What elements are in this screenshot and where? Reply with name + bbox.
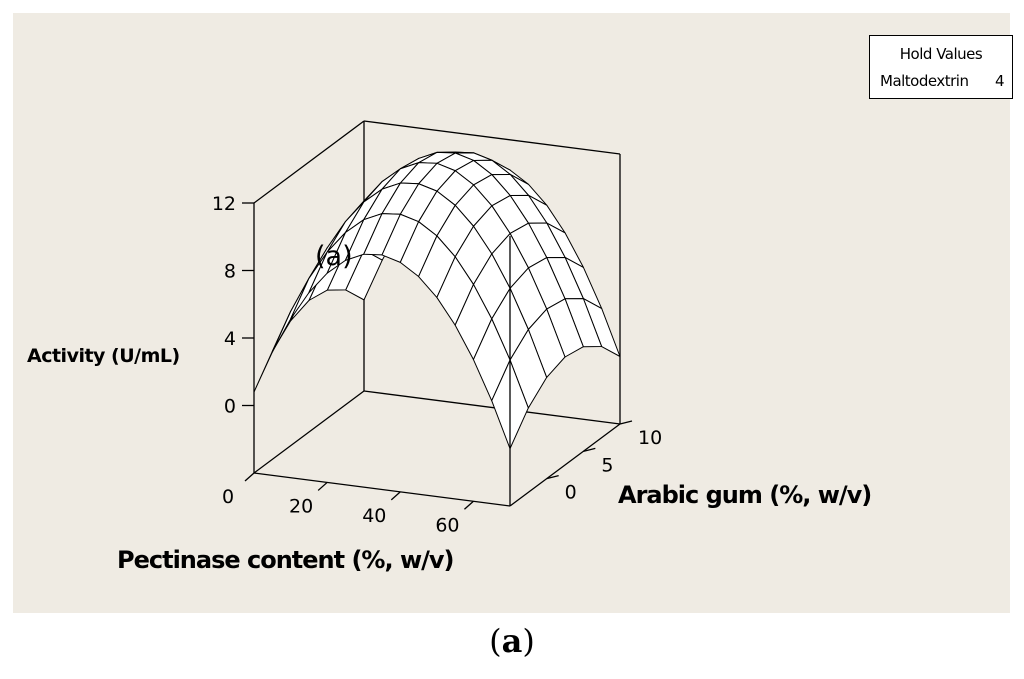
legend-variable: Maltodextrin [880, 72, 969, 90]
z-tick-label: 12 [212, 193, 236, 215]
response-surface [253, 151, 621, 450]
box-edge [253, 120, 365, 204]
caption-close: ) [522, 622, 535, 660]
legend-title: Hold Values [899, 45, 983, 63]
caption-open: ( [489, 622, 502, 660]
x-tick-label: 40 [362, 505, 386, 527]
hold-values-legend: Hold Values Maltodextrin 4 [869, 35, 1013, 99]
box-edge [509, 423, 621, 507]
surface-chart: 0 4 8 12 0 20 40 60 0 5 10 (a) Activity (U/mL) Pec… [13, 13, 1010, 613]
y-tick-label: 5 [601, 454, 613, 476]
x-tick-label: 0 [222, 486, 234, 508]
x-tick [390, 491, 401, 501]
x-tick [317, 481, 328, 491]
chart-panel: 0 4 8 12 0 20 40 60 0 5 10 (a) Activity (U/mL) Pec… [13, 13, 1013, 613]
caption-letter: a [501, 622, 523, 660]
legend-row: Maltodextrin 4 [880, 72, 1005, 90]
x-tick-label: 60 [435, 514, 459, 536]
box-edge [363, 390, 621, 425]
x-tick-label: 20 [289, 495, 313, 517]
z-tick-label: 8 [224, 261, 236, 283]
box-edge [253, 472, 511, 507]
panel-annotation: (a) [315, 241, 353, 272]
y-tick [619, 420, 633, 425]
box-back-edges [253, 120, 621, 474]
box-edge [253, 390, 365, 474]
x-tick [463, 500, 474, 510]
y-tick [583, 447, 596, 452]
z-tick-label: 4 [224, 328, 236, 350]
figure-caption: (a) [0, 622, 1024, 660]
x-tick [244, 472, 255, 482]
z-tick-label: 0 [224, 396, 236, 418]
legend-value: 4 [994, 72, 1005, 90]
y-axis-label: Arabic gum (%, w/v) [618, 481, 871, 509]
y-tick [546, 475, 559, 480]
z-axis-label: Activity (U/mL) [27, 345, 180, 367]
y-tick-label: 0 [565, 482, 577, 504]
x-axis-label: Pectinase content (%, w/v) [117, 546, 454, 574]
box-edge [363, 120, 621, 155]
box-front-edges [253, 236, 621, 507]
y-tick-label: 10 [638, 427, 662, 449]
axes: 0 4 8 12 0 20 40 60 0 5 10 [212, 193, 662, 536]
